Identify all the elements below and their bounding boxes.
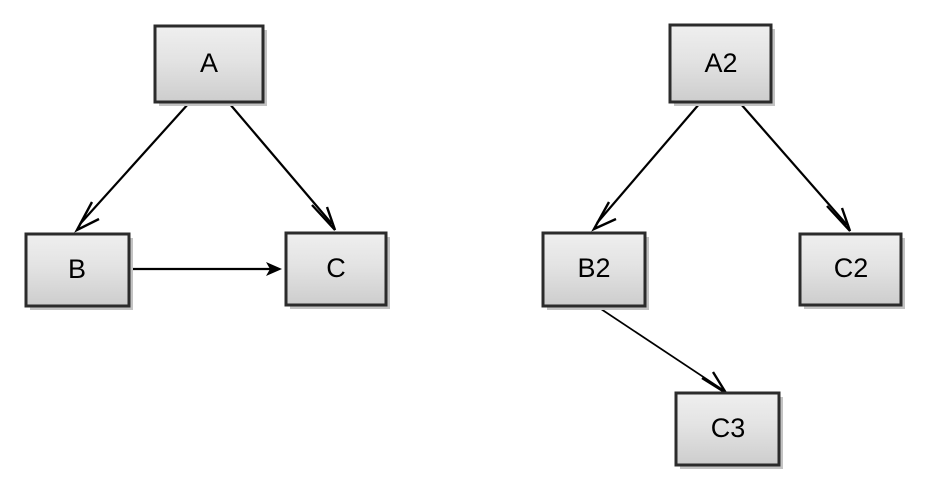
node-b2[interactable]: B2 xyxy=(541,231,649,310)
edge-a2-to-c2 xyxy=(739,102,852,232)
node-a2[interactable]: A2 xyxy=(668,23,775,106)
edge-a2-to-b2 xyxy=(591,102,701,232)
node-c3[interactable]: C3 xyxy=(674,391,783,469)
edge-b2-to-c3 xyxy=(597,306,728,395)
node-b-label: B xyxy=(68,254,86,284)
node-b2-label: B2 xyxy=(577,253,610,283)
edge-a-to-c xyxy=(228,102,337,231)
node-a[interactable]: A xyxy=(153,24,267,106)
node-c2-label: C2 xyxy=(834,253,869,283)
node-c2[interactable]: C2 xyxy=(798,232,905,309)
edge-a-to-b xyxy=(74,102,190,233)
node-c3-label: C3 xyxy=(711,413,746,443)
node-c[interactable]: C xyxy=(284,231,390,309)
node-a-label: A xyxy=(200,48,218,78)
right-graph: A2 B2 C2 C3 xyxy=(541,23,905,469)
node-a2-label: A2 xyxy=(704,48,737,78)
node-c-label: C xyxy=(326,253,346,283)
left-graph: A B C xyxy=(24,24,390,310)
edge-b-to-c xyxy=(131,262,282,276)
node-b[interactable]: B xyxy=(24,232,133,310)
